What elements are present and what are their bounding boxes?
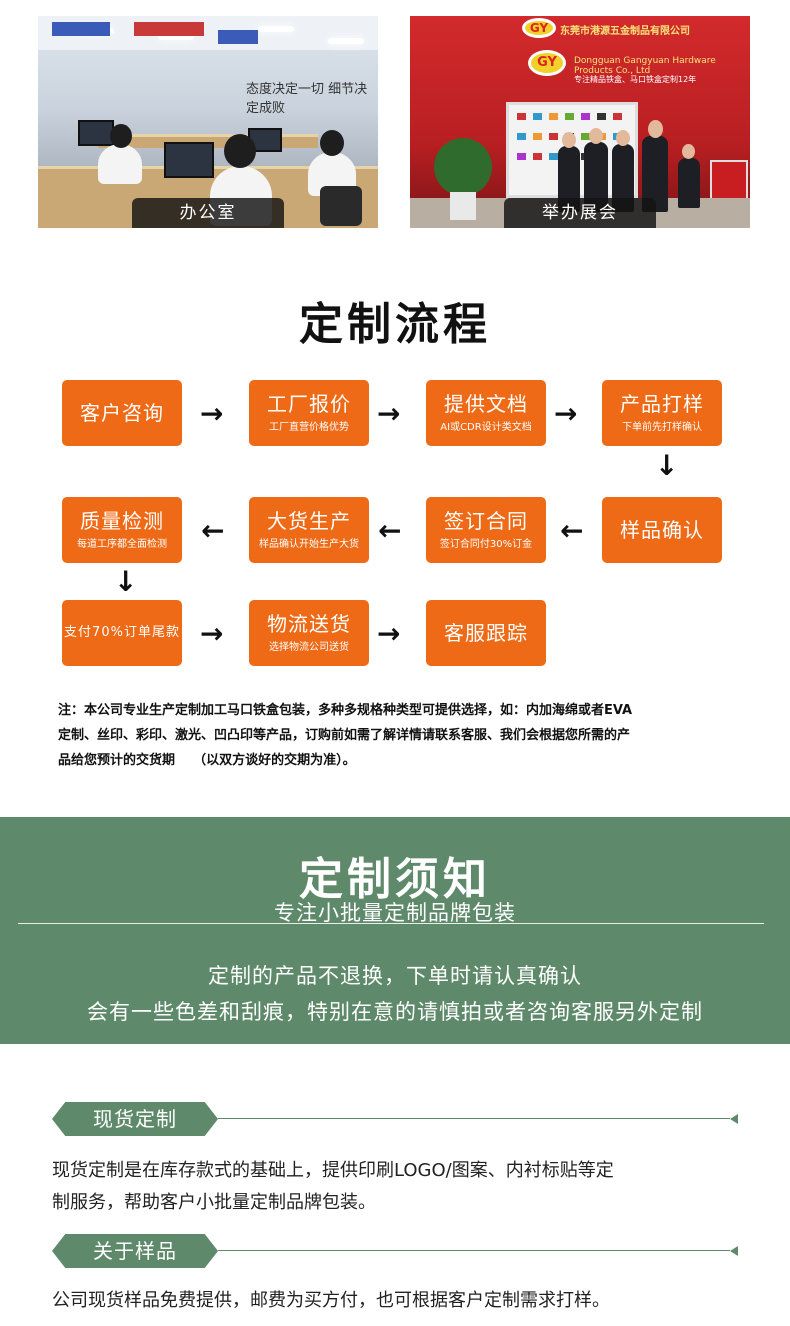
exhibition-photo: GY 东莞市港源五金制品有限公司 GY Dongguan Gangyuan Ha… — [410, 16, 750, 228]
section-text-stock-custom: 现货定制是在库存款式的基础上，提供印刷LOGO/图案、内衬标贴等定 制服务，帮助… — [52, 1155, 742, 1219]
arrow-left-icon: ← — [201, 514, 225, 547]
brand-logo-icon: GY — [522, 18, 556, 38]
arrow-left-icon: ← — [560, 514, 584, 547]
step-logistics-delivery: 物流送货 选择物流公司送货 — [249, 600, 369, 666]
step-label: 客户咨询 — [80, 401, 164, 425]
step-label: 样品确认 — [620, 518, 704, 542]
arrow-down-icon: ↓ — [655, 449, 679, 482]
step-label: 支付70%订单尾款 — [64, 625, 180, 640]
step-label: 签订合同 — [444, 508, 528, 533]
office-scene-illustration: 态度决定一切 细节决定成败 — [38, 16, 378, 228]
section-text-line: 现货定制是在库存款式的基础上，提供印刷LOGO/图案、内衬标贴等定 — [52, 1160, 614, 1181]
booth-company-name: 东莞市港源五金制品有限公司 — [560, 26, 690, 37]
step-label: 提供文档 — [444, 391, 528, 416]
process-note: 注：本公司专业生产定制加工马口铁盒包装，多种多规格种类型可提供选择，如：内加海绵… — [58, 698, 748, 773]
exhibition-scene-illustration: GY 东莞市港源五金制品有限公司 GY Dongguan Gangyuan Ha… — [410, 16, 750, 228]
step-customer-service: 客服跟踪 — [426, 600, 546, 666]
step-sublabel: 每道工序都全面检测 — [77, 538, 167, 550]
arrow-left-icon: ← — [378, 514, 402, 547]
step-label: 工厂报价 — [267, 391, 351, 416]
triangle-left-icon — [730, 1114, 738, 1124]
step-pay-balance: 支付70%订单尾款 — [62, 600, 182, 666]
arrow-right-icon: → — [200, 617, 224, 650]
brand-logo-icon-2: GY — [528, 50, 566, 76]
office-wall-slogan: 态度决定一切 细节决定成败 — [246, 82, 368, 116]
step-provide-document: 提供文档 AI或CDR设计类文档 — [426, 380, 546, 446]
arrow-right-icon: → — [377, 397, 401, 430]
section-rule — [218, 1250, 730, 1251]
arrow-right-icon: → — [377, 617, 401, 650]
step-label: 产品打样 — [620, 391, 704, 416]
notice-subtitle: 专注小批量定制品牌包装 — [274, 901, 516, 925]
process-title: 定制流程 — [299, 299, 491, 350]
step-label: 客服跟踪 — [444, 621, 528, 645]
notice-divider — [18, 923, 764, 924]
note-line: 定制、丝印、彩印、激光、凹凸印等产品，订购前如需了解详情请联系客服、我们会根据您… — [58, 728, 631, 743]
arrow-right-icon: → — [554, 397, 578, 430]
step-sublabel: AI或CDR设计类文档 — [440, 421, 532, 433]
step-factory-quote: 工厂报价 工厂直营价格优势 — [249, 380, 369, 446]
step-sublabel: 选择物流公司送货 — [269, 641, 349, 653]
section-header-samples: 关于样品 — [52, 1234, 738, 1268]
section-tag: 关于样品 — [52, 1234, 218, 1268]
step-sublabel: 下单前先打样确认 — [622, 421, 702, 433]
step-product-sample: 产品打样 下单前先打样确认 — [602, 380, 722, 446]
triangle-left-icon — [730, 1246, 738, 1256]
step-sublabel: 签订合同付30%订金 — [439, 538, 533, 550]
note-line: 注：本公司专业生产定制加工马口铁盒包装，多种多规格种类型可提供选择，如：内加海绵… — [58, 703, 633, 718]
section-text-line: 公司现货样品免费提供，邮费为买方付，也可根据客户定制需求打样。 — [52, 1290, 610, 1311]
section-text-samples: 公司现货样品免费提供，邮费为买方付，也可根据客户定制需求打样。 — [52, 1285, 742, 1317]
section-header-stock-custom: 现货定制 — [52, 1102, 738, 1136]
section-tag: 现货定制 — [52, 1102, 218, 1136]
step-label: 质量检测 — [80, 508, 164, 533]
arrow-down-icon: ↓ — [114, 565, 138, 598]
step-mass-production: 大货生产 样品确认开始生产大货 — [249, 497, 369, 563]
step-sample-confirm: 样品确认 — [602, 497, 722, 563]
arrow-right-icon: → — [200, 397, 224, 430]
booth-slogan: 专注精品铁盒、马口铁盒定制12年 — [574, 75, 697, 84]
step-quality-inspection: 质量检测 每道工序都全面检测 — [62, 497, 182, 563]
step-customer-consult: 客户咨询 — [62, 380, 182, 446]
notice-line: 定制的产品不退换，下单时请认真确认 — [208, 964, 582, 988]
notice-title: 定制须知 — [299, 854, 491, 905]
note-line: 品给您预计的交货期 （以双方谈好的交期为准）。 — [58, 753, 356, 768]
step-label: 大货生产 — [267, 508, 351, 533]
notice-banner: 定制须知 专注小批量定制品牌包装 定制的产品不退换，下单时请认真确认 会有一些色… — [0, 817, 790, 1044]
notice-line: 会有一些色差和刮痕，特别在意的请慎拍或者咨询客服另外定制 — [87, 1000, 703, 1024]
section-rule — [218, 1118, 730, 1119]
office-caption: 办公室 — [132, 198, 284, 228]
booth-company-name-en: Dongguan Gangyuan Hardware Products Co.,… — [574, 56, 716, 76]
step-sublabel: 工厂直营价格优势 — [269, 421, 349, 433]
step-sign-contract: 签订合同 签订合同付30%订金 — [426, 497, 546, 563]
office-photo: 态度决定一切 细节决定成败 办公室 — [38, 16, 378, 228]
section-text-line: 制服务，帮助客户小批量定制品牌包装。 — [52, 1192, 376, 1213]
exhibition-caption: 举办展会 — [504, 198, 656, 228]
step-sublabel: 样品确认开始生产大货 — [259, 538, 359, 550]
step-label: 物流送货 — [267, 611, 351, 636]
